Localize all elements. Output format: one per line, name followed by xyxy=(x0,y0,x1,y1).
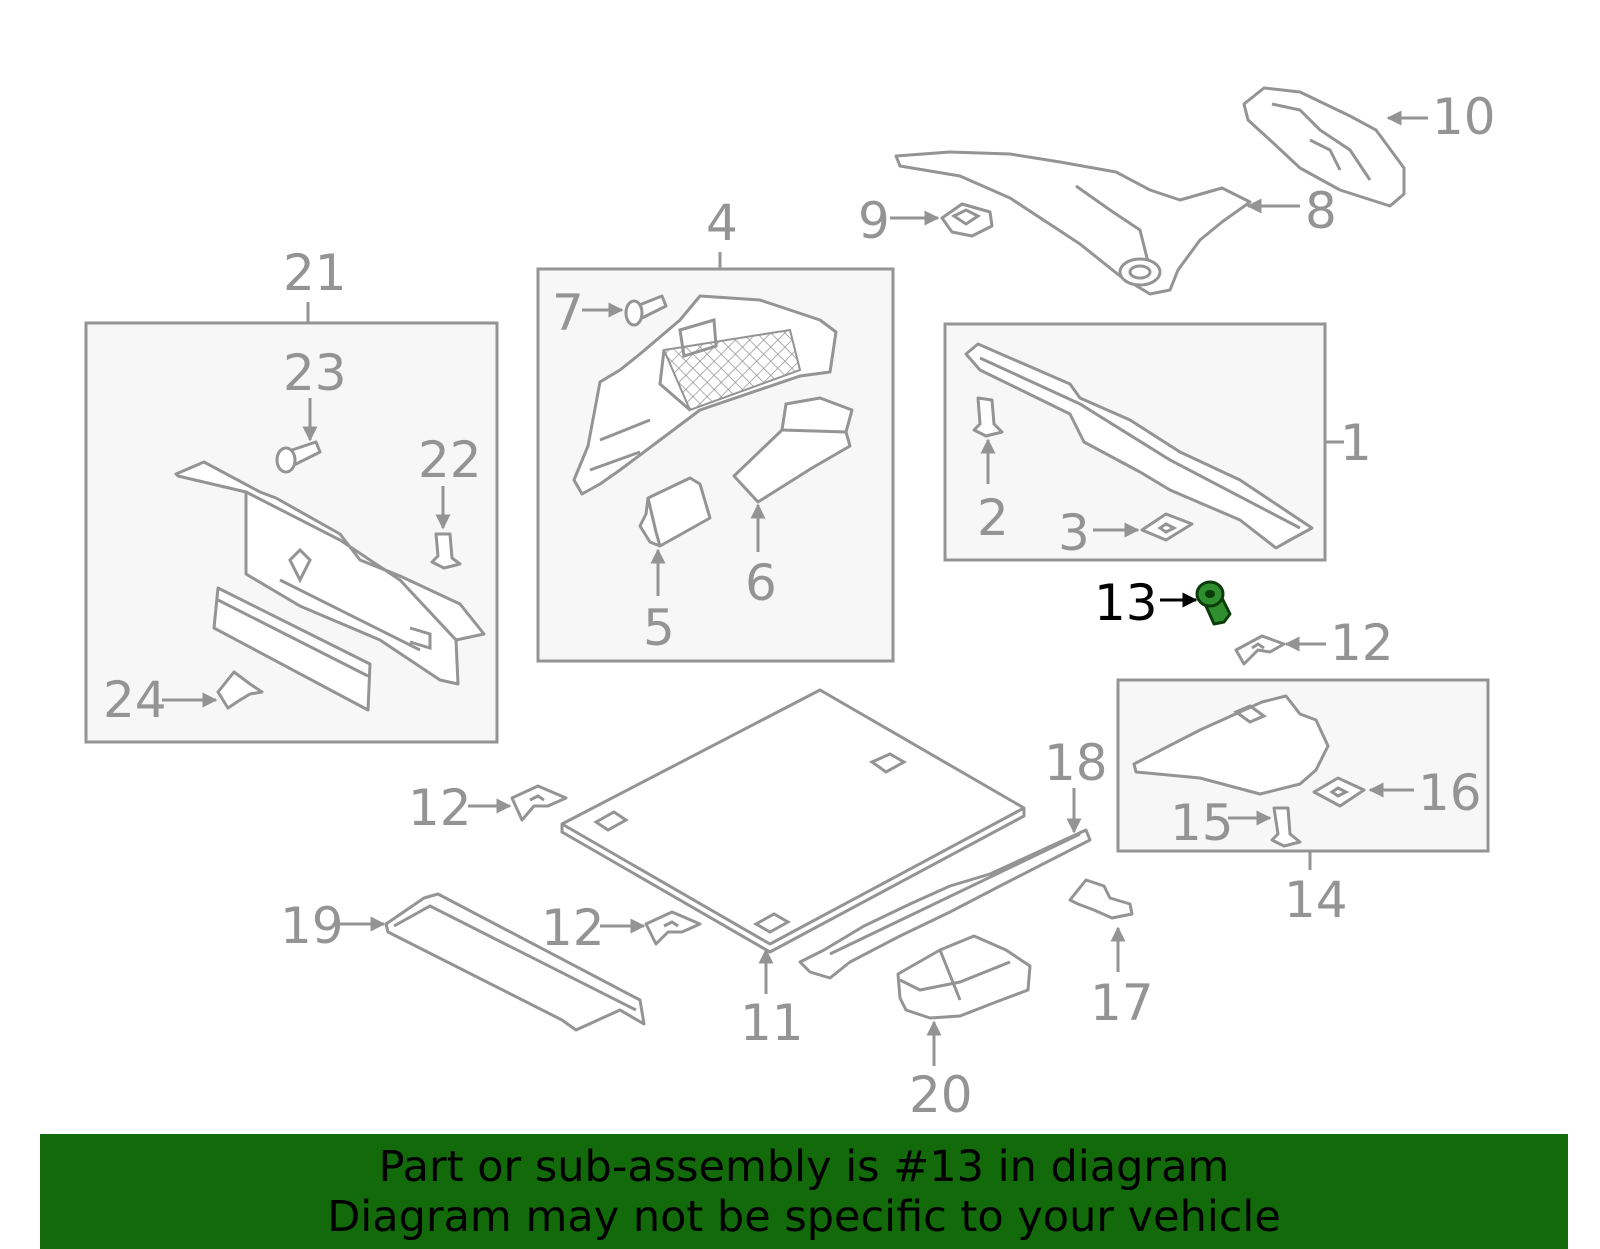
part-4-side-trim xyxy=(572,294,838,496)
part-21-rear-panel xyxy=(174,460,486,686)
part-1-sill-panel xyxy=(964,342,1314,550)
part-18-sill-strip xyxy=(798,828,1092,980)
part-15-clip xyxy=(1270,806,1302,848)
callout-6: 6 xyxy=(745,554,777,612)
callout-3: 3 xyxy=(1058,504,1090,562)
callout-16: 16 xyxy=(1418,764,1482,822)
part-12-clip-left xyxy=(510,784,568,822)
callout-9: 9 xyxy=(858,192,890,250)
banner-line-1: Part or sub-assembly is #13 in diagram xyxy=(378,1142,1230,1192)
part-21-lower-strip xyxy=(212,586,372,712)
part-13-bolt xyxy=(1195,580,1232,626)
part-22-clip xyxy=(430,532,462,570)
part-8-pillar-trim xyxy=(894,150,1252,296)
part-12-clip-right xyxy=(1234,634,1286,666)
part-3-pad xyxy=(1140,512,1194,542)
part-10-bracket xyxy=(1242,86,1406,208)
callout-2: 2 xyxy=(977,489,1009,547)
part-7-screw xyxy=(624,294,668,327)
part-11-floor-panel xyxy=(560,688,1026,954)
callout-19: 19 xyxy=(280,897,344,955)
part-9-clip xyxy=(940,202,994,238)
callout-22: 22 xyxy=(418,431,482,489)
callout-18: 18 xyxy=(1044,734,1108,792)
callout-12-left: 12 xyxy=(408,779,472,837)
part-24-bracket xyxy=(216,670,264,710)
callout-1: 1 xyxy=(1340,414,1372,472)
callout-24: 24 xyxy=(103,671,167,729)
callout-13: 13 xyxy=(1094,574,1158,632)
part-20-storage-tray xyxy=(896,934,1032,1020)
callout-7: 7 xyxy=(552,284,584,342)
info-banner: Part or sub-assembly is #13 in diagram D… xyxy=(40,1134,1568,1249)
callout-15: 15 xyxy=(1170,794,1234,852)
part-16-pad xyxy=(1312,776,1366,808)
part-5-cover xyxy=(638,476,712,548)
banner-line-2: Diagram may not be specific to your vehi… xyxy=(327,1192,1281,1242)
part-6-trim-piece xyxy=(732,396,854,504)
callout-23: 23 xyxy=(283,344,347,402)
callout-11: 11 xyxy=(740,994,804,1052)
part-19-bracket-rail xyxy=(384,892,646,1032)
part-2-clip xyxy=(972,396,1004,438)
callout-14: 14 xyxy=(1284,871,1348,929)
callout-10: 10 xyxy=(1432,88,1496,146)
callout-12-bottom: 12 xyxy=(541,899,605,957)
part-14-side-cover xyxy=(1132,694,1330,796)
part-23-screw xyxy=(275,440,322,474)
callout-17: 17 xyxy=(1090,974,1154,1032)
callout-20: 20 xyxy=(909,1066,973,1124)
callout-12-right: 12 xyxy=(1330,614,1394,672)
callout-8: 8 xyxy=(1305,182,1337,240)
part-12-clip-bottom xyxy=(644,910,702,946)
part-17-bracket xyxy=(1068,878,1134,920)
callout-5: 5 xyxy=(643,599,675,657)
callout-21: 21 xyxy=(283,244,347,302)
callout-4: 4 xyxy=(706,194,738,252)
